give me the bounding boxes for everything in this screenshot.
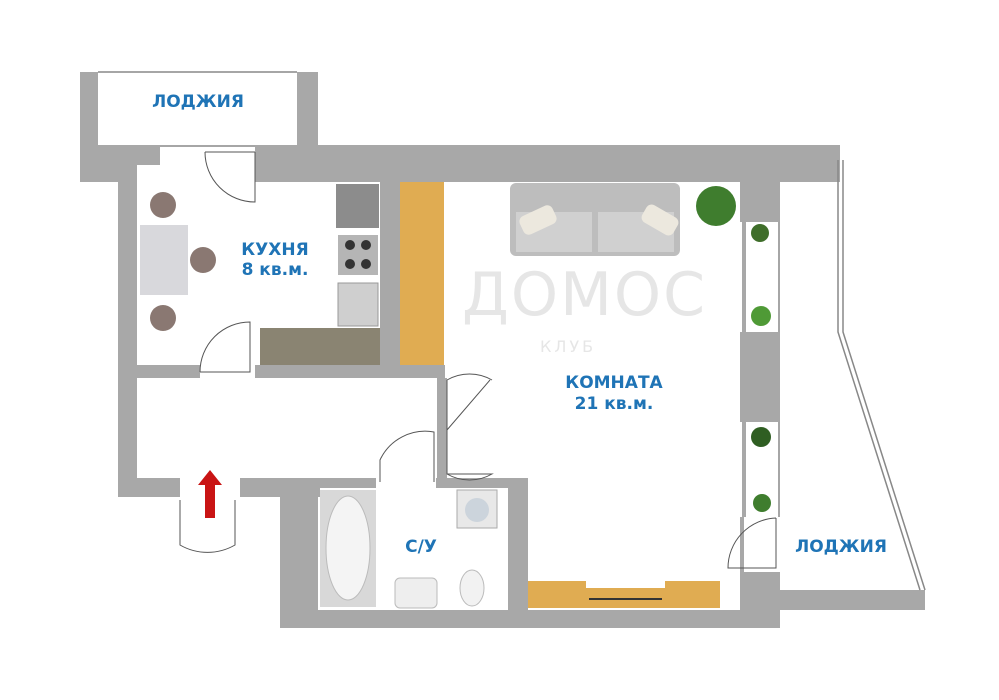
kitchen-furniture bbox=[140, 182, 444, 365]
room-furniture bbox=[510, 183, 771, 608]
dining-table bbox=[140, 225, 188, 295]
plant-icon bbox=[751, 306, 771, 326]
chair bbox=[190, 247, 216, 273]
bathroom-fixtures bbox=[320, 489, 498, 609]
plant-icon bbox=[753, 494, 771, 512]
washbasin bbox=[394, 577, 438, 609]
loggia-right-label: ЛОДЖИЯ bbox=[795, 537, 887, 557]
bathroom-label: С/У bbox=[405, 537, 437, 557]
plant-icon bbox=[751, 224, 769, 242]
plant-icon bbox=[696, 186, 736, 226]
stove bbox=[338, 235, 378, 275]
fridge bbox=[336, 184, 379, 228]
svg-text:ДОМОС: ДОМОС bbox=[462, 260, 707, 330]
chair bbox=[150, 305, 176, 331]
kitchen-label: КУХНЯ bbox=[241, 240, 308, 260]
svg-text:КЛУБ: КЛУБ bbox=[540, 337, 596, 356]
windows bbox=[98, 71, 926, 591]
counter bbox=[260, 328, 380, 365]
tv-stand bbox=[528, 581, 720, 608]
entrance-arrow-icon bbox=[198, 470, 222, 518]
kitchen-area: 8 кв.м. bbox=[242, 260, 309, 280]
loggia-top-label: ЛОДЖИЯ bbox=[152, 92, 244, 112]
walls bbox=[80, 72, 925, 628]
plant-icon bbox=[751, 427, 771, 447]
doors bbox=[179, 151, 777, 569]
chair bbox=[150, 192, 176, 218]
sink bbox=[337, 282, 379, 327]
watermark-logo: ДОМОС КЛУБ bbox=[462, 260, 707, 356]
room-area: 21 кв.м. bbox=[575, 394, 654, 414]
toilet bbox=[459, 569, 485, 607]
wood-partition bbox=[400, 182, 444, 365]
room-label: КОМНАТА bbox=[565, 373, 663, 393]
